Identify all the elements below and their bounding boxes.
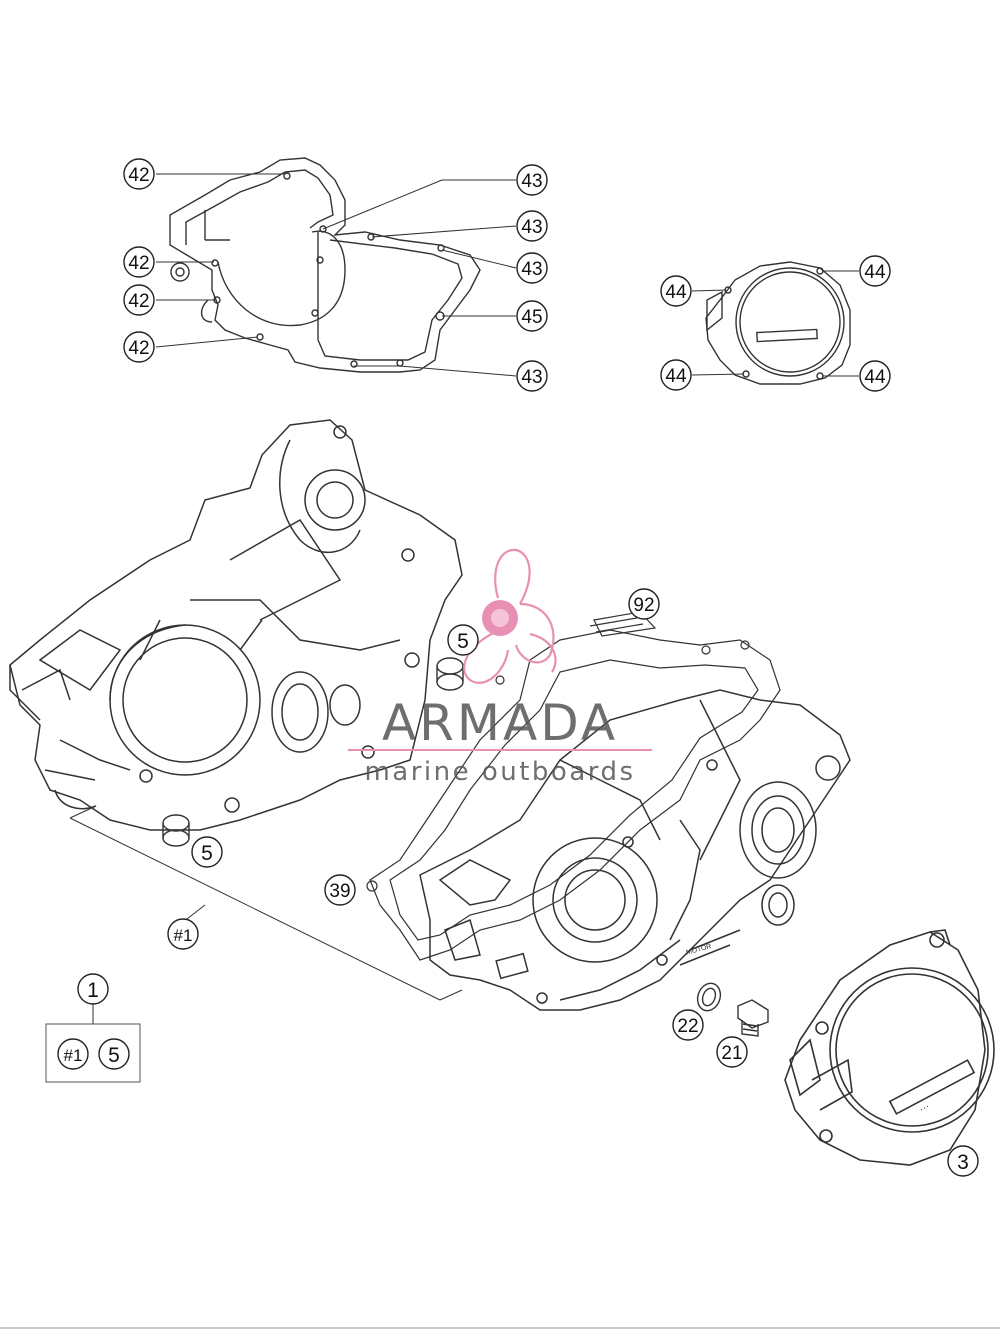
gasket-92-drawing bbox=[589, 611, 657, 637]
callout-43-d-label: 43 bbox=[521, 367, 542, 388]
callout-assembly-1-a-label: #1 bbox=[174, 926, 193, 945]
callout-43-c[interactable]: 43 bbox=[516, 252, 548, 284]
gasket-leader-lines bbox=[155, 173, 517, 377]
callout-22[interactable]: 22 bbox=[672, 1009, 704, 1041]
callout-44-c-label: 44 bbox=[665, 366, 687, 387]
callout-22-label: 22 bbox=[677, 1016, 698, 1037]
callout-44-d[interactable]: 44 bbox=[859, 360, 891, 392]
callout-1-label: 1 bbox=[87, 979, 99, 1002]
callout-92[interactable]: 92 bbox=[628, 588, 660, 620]
crankcase-motor-mark: MOTOR bbox=[685, 943, 712, 956]
ignition-cover-top-drawing bbox=[705, 261, 851, 385]
callout-45[interactable]: 45 bbox=[516, 300, 548, 332]
callout-39[interactable]: 39 bbox=[324, 874, 356, 906]
callout-assembly-1-b-label: #1 bbox=[64, 1046, 83, 1065]
callout-5-a[interactable]: 5 bbox=[447, 624, 479, 656]
callout-21-label: 21 bbox=[721, 1043, 742, 1064]
crankcase-gasket-39-drawing bbox=[366, 629, 781, 961]
left-crankcase-half-drawing bbox=[9, 419, 463, 831]
callout-21[interactable]: 21 bbox=[716, 1036, 748, 1068]
armada-watermark: ARMADA marine outboards bbox=[348, 548, 652, 787]
drain-plug-21-drawing bbox=[737, 999, 769, 1037]
callout-43-b[interactable]: 43 bbox=[516, 210, 548, 242]
callout-43-b-label: 43 bbox=[521, 217, 542, 238]
callout-42-c[interactable]: 42 bbox=[123, 284, 155, 316]
callout-44-d-label: 44 bbox=[864, 367, 886, 388]
propeller-logo-icon bbox=[463, 548, 557, 684]
cover-brand-mark: ··· bbox=[918, 1101, 932, 1115]
callout-assembly-1-a[interactable]: #1 bbox=[167, 918, 199, 950]
callout-43-c-label: 43 bbox=[521, 259, 542, 280]
callout-5-c[interactable]: 5 bbox=[98, 1038, 130, 1070]
cover-leader-lines bbox=[691, 270, 859, 377]
callout-42-d-label: 42 bbox=[128, 338, 149, 359]
callout-45-label: 45 bbox=[521, 307, 542, 328]
callout-42-b-label: 42 bbox=[128, 253, 149, 274]
callout-42-a-label: 42 bbox=[128, 165, 149, 186]
callout-42-a[interactable]: 42 bbox=[123, 158, 155, 190]
callout-39-label: 39 bbox=[329, 881, 350, 902]
crankcase-gasket-drawing bbox=[169, 157, 481, 373]
callout-92-label: 92 bbox=[633, 595, 654, 616]
callout-5-a-label: 5 bbox=[457, 630, 469, 653]
callout-44-b[interactable]: 44 bbox=[859, 255, 891, 287]
bushing-parts bbox=[162, 657, 464, 847]
callout-44-a-label: 44 bbox=[665, 282, 687, 303]
callout-1[interactable]: 1 bbox=[77, 973, 109, 1005]
callout-5-b[interactable]: 5 bbox=[191, 836, 223, 868]
callout-5-c-label: 5 bbox=[108, 1044, 120, 1067]
callout-43-d[interactable]: 43 bbox=[516, 360, 548, 392]
washer-22-drawing bbox=[696, 982, 722, 1012]
callout-42-d[interactable]: 42 bbox=[123, 331, 155, 363]
watermark-subtitle: marine outboards bbox=[364, 757, 635, 787]
callout-43-a[interactable]: 43 bbox=[516, 164, 548, 196]
callout-3[interactable]: 3 bbox=[947, 1145, 979, 1177]
callout-5-b-label: 5 bbox=[201, 842, 213, 865]
watermark-title: ARMADA bbox=[382, 694, 618, 752]
right-crankcase-half-drawing bbox=[419, 689, 851, 1011]
callout-42-c-label: 42 bbox=[128, 291, 149, 312]
assembly-leader-lines bbox=[69, 805, 463, 1001]
callout-42-b[interactable]: 42 bbox=[123, 246, 155, 278]
ignition-cover-3-drawing bbox=[784, 929, 995, 1166]
callout-44-c[interactable]: 44 bbox=[660, 359, 692, 391]
callout-44-a[interactable]: 44 bbox=[660, 275, 692, 307]
callout-44-b-label: 44 bbox=[864, 262, 886, 283]
callout-3-label: 3 bbox=[957, 1151, 969, 1174]
callout-assembly-1-b[interactable]: #1 bbox=[57, 1038, 89, 1070]
callout-43-a-label: 43 bbox=[521, 171, 542, 192]
